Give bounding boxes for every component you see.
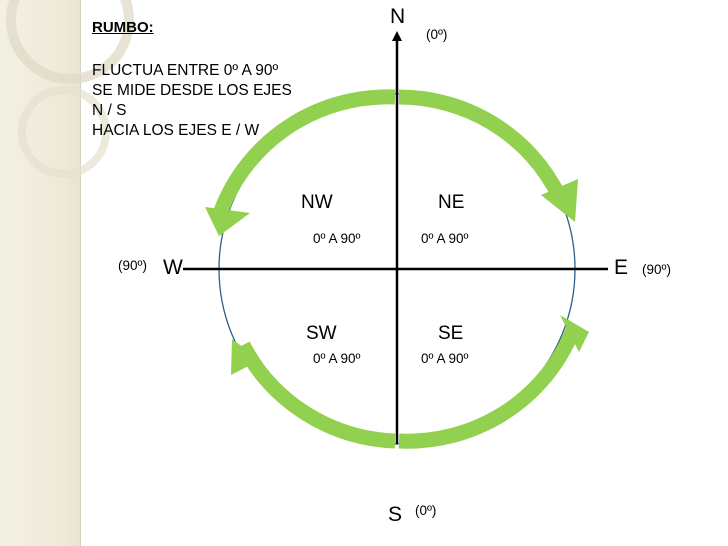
quadrant-nw-range: 0º A 90º (313, 231, 361, 246)
decorative-ring-top (6, 0, 134, 84)
arrow-nw-arc (213, 89, 396, 214)
quadrant-sw-range: 0º A 90º (313, 351, 361, 366)
arrow-se-arc (398, 327, 580, 449)
quadrant-se-label: SE (438, 323, 464, 344)
west-label: W (163, 256, 183, 279)
south-label: S (388, 503, 403, 526)
description-block: FLUCTUA ENTRE 0º A 90º SE MIDE DESDE LOS… (92, 61, 352, 141)
description-line: SE MIDE DESDE LOS EJES (92, 82, 292, 99)
quadrant-ne-range: 0º A 90º (421, 231, 469, 246)
west-degree-note: (90º) (118, 258, 147, 273)
quadrant-ne-label: NE (438, 192, 465, 213)
description-line: HACIA LOS EJES E / W (92, 122, 260, 139)
quadrant-se-range: 0º A 90º (421, 351, 469, 366)
quadrant-nw-label: NW (301, 192, 333, 213)
description-line: N / S (92, 102, 127, 119)
arrow-sw-head (231, 339, 260, 375)
arrow-ne-arc (398, 89, 566, 200)
arrow-sw-arc (236, 341, 396, 449)
east-label: E (614, 256, 629, 279)
description-line: FLUCTUA ENTRE 0º A 90º (92, 62, 279, 79)
north-label: N (390, 5, 406, 28)
side-band-divider (80, 0, 81, 546)
slide-title: RUMBO: (92, 19, 154, 36)
quadrant-sw-label: SW (306, 323, 337, 344)
north-degree-note: (0º) (426, 27, 448, 42)
arrow-se-head (560, 315, 589, 352)
arrow-ne-head (541, 179, 578, 222)
arrow-nw-head (205, 207, 250, 236)
south-degree-note: (0º) (415, 503, 437, 518)
decorative-ring-middle (18, 86, 110, 178)
east-degree-note: (90º) (642, 262, 671, 277)
